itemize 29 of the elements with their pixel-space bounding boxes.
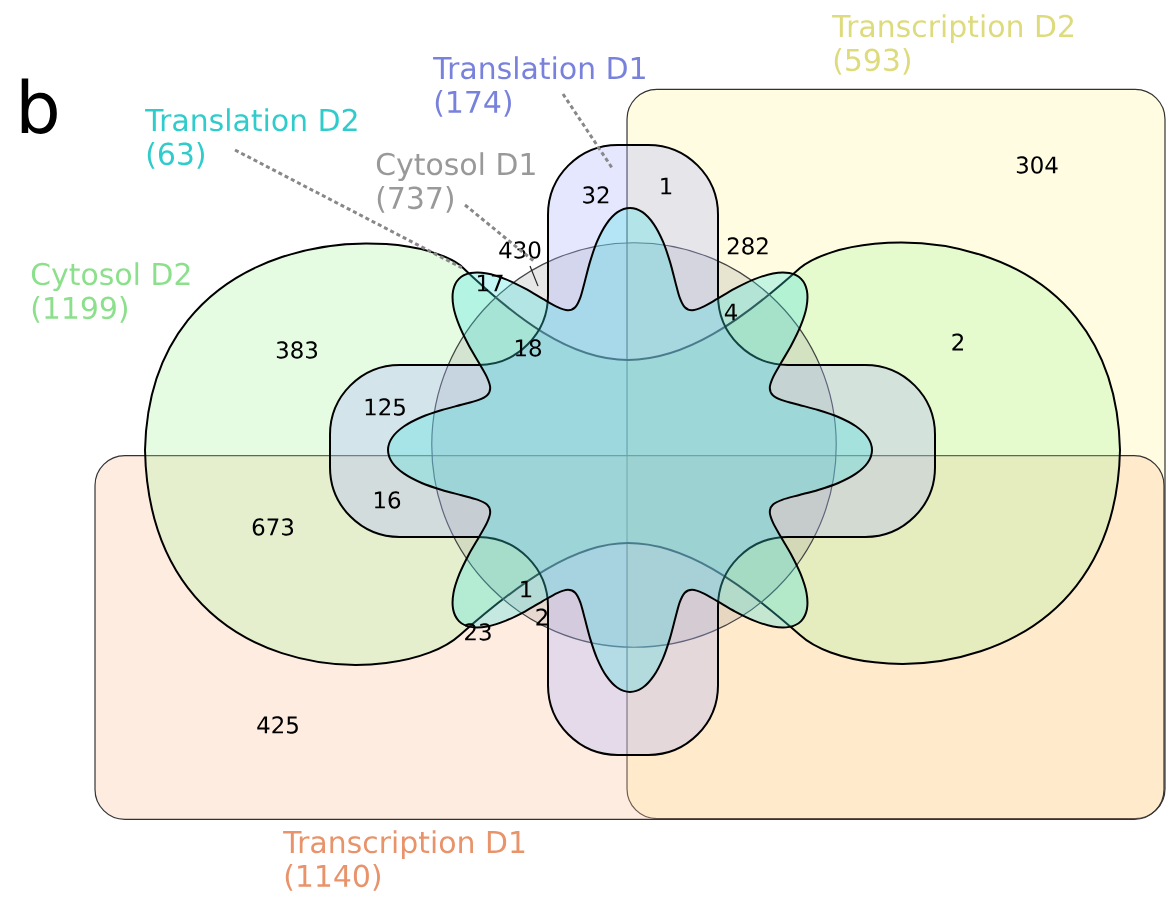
- set-label: Transcription D1 (1140): [283, 830, 525, 891]
- region-count: 425: [257, 716, 298, 734]
- set-label: Cytosol D2 (1199): [31, 262, 190, 323]
- leader-line: [464, 203, 536, 264]
- set-label: Cytosol D1 (737): [376, 152, 535, 213]
- region-count: 23: [465, 623, 491, 641]
- region-count: 673: [252, 518, 294, 536]
- set-rectangle: [626, 88, 1166, 820]
- leader-line: [234, 148, 463, 270]
- region-count: 4: [724, 303, 737, 321]
- set-label: Transcription D2 (593): [832, 14, 1073, 75]
- region-count: 1: [521, 580, 532, 598]
- leader-line: [529, 265, 539, 287]
- set-label: Translation D1 (174): [433, 56, 645, 117]
- cross-shape: [329, 144, 936, 756]
- region-count: 32: [583, 186, 609, 204]
- region-count: 430: [499, 241, 541, 259]
- region-count: 2: [952, 333, 963, 351]
- region-count: 304: [1016, 156, 1058, 174]
- region-count: 282: [727, 237, 768, 255]
- set-rectangle: [94, 455, 1165, 820]
- region-count: 2: [536, 608, 547, 626]
- region-count: 16: [374, 491, 401, 509]
- set-label: Translation D2 (63): [145, 108, 357, 169]
- region-count: 1: [661, 177, 672, 195]
- panel-letter: b: [21, 78, 57, 134]
- region-count: 383: [276, 341, 318, 359]
- region-count: 125: [365, 398, 405, 416]
- leader-line: [561, 93, 614, 169]
